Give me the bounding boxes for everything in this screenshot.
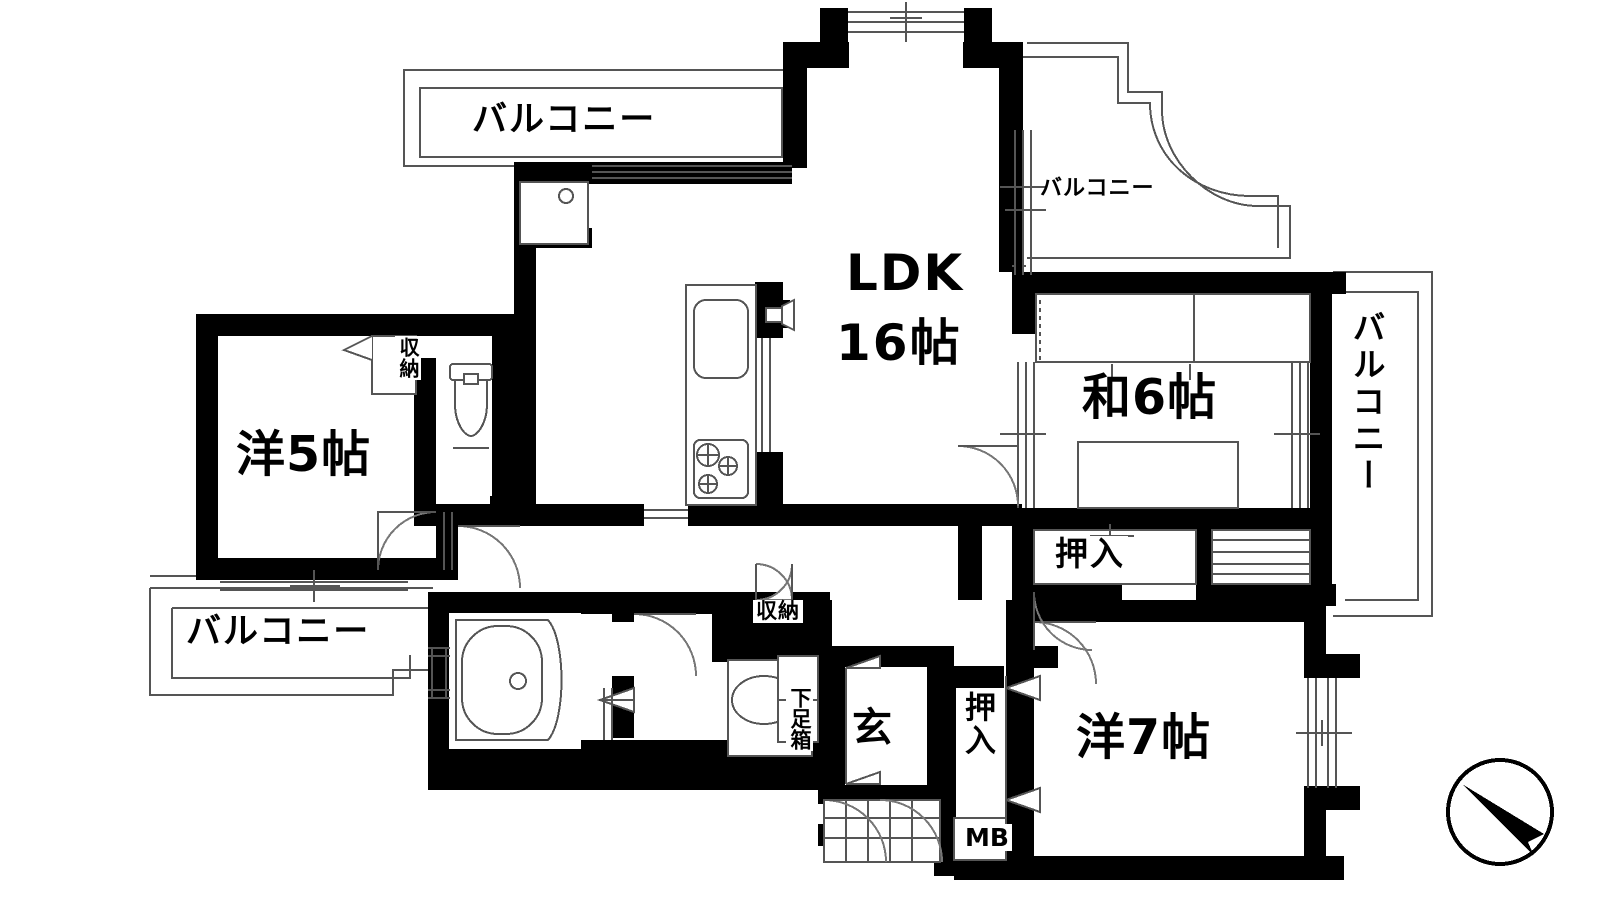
ldk-washitsu-door xyxy=(957,445,1019,507)
balcony-bottom-left-label: バルコニー xyxy=(186,612,371,652)
north-arrow xyxy=(1446,758,1554,866)
kitchen-partition xyxy=(761,338,771,452)
yo7-window xyxy=(1296,678,1352,788)
bathtub xyxy=(449,613,581,749)
balcony-right-label: バルコニー xyxy=(1347,310,1386,495)
storage-hall-label: 収納 xyxy=(753,600,803,623)
storage-hall-doors xyxy=(755,563,793,601)
balcony-bottom-left-outline xyxy=(149,587,433,696)
yo7-door xyxy=(1033,621,1097,685)
meter-box-label: MB xyxy=(962,824,1012,851)
balcony-upper-right-label: バルコニー xyxy=(1040,176,1155,201)
shoe-box-label: 下足箱 xyxy=(786,686,813,751)
balcony-top-right-detail xyxy=(1000,178,1046,196)
bathroom-window xyxy=(428,647,450,699)
toilet-door xyxy=(377,511,453,571)
door-corridor-left xyxy=(457,525,521,589)
washitsu-east-window xyxy=(1274,362,1320,508)
ldk-size-label: 16帖 xyxy=(836,314,962,372)
yoshitsu5-label: 洋5帖 xyxy=(236,426,372,483)
ldk-name-label: LDK xyxy=(846,244,965,302)
entrance-tiles xyxy=(823,667,941,863)
walls xyxy=(196,8,1360,880)
washing-machine-pan xyxy=(519,181,589,245)
counter-line xyxy=(644,509,688,519)
storage-yo5-label: 収納 xyxy=(395,336,421,380)
balcony-upper-right-outline xyxy=(1018,42,1291,259)
washitsu-interior xyxy=(1035,293,1311,509)
sliding-door-ldk-east xyxy=(1005,130,1046,275)
closet-washitsu-label: 押入 xyxy=(1052,536,1128,571)
kitchen-vent xyxy=(765,298,795,332)
toilet-fixture xyxy=(449,363,493,449)
window-ldk-north xyxy=(848,2,964,42)
washitsu-west-door xyxy=(1000,362,1046,508)
corridor-door-right xyxy=(1033,591,1093,651)
washitsu-label: 和6帖 xyxy=(1082,369,1218,426)
balcony-top-label: バルコニー xyxy=(472,100,657,140)
bathroom-door xyxy=(596,686,635,740)
window-top-balcony xyxy=(592,165,792,179)
entrance-door xyxy=(823,799,943,863)
kitchen-counter xyxy=(685,284,757,506)
washroom-door xyxy=(633,613,697,677)
yo5-window-south xyxy=(220,570,408,602)
balcony-right-outline xyxy=(1333,271,1433,617)
entrance-label: 玄 xyxy=(852,705,892,751)
yoshitsu7-label: 洋7帖 xyxy=(1076,709,1212,766)
closet-entrance-label: 押入 xyxy=(958,690,995,758)
entrance-sliding-door xyxy=(845,654,881,785)
